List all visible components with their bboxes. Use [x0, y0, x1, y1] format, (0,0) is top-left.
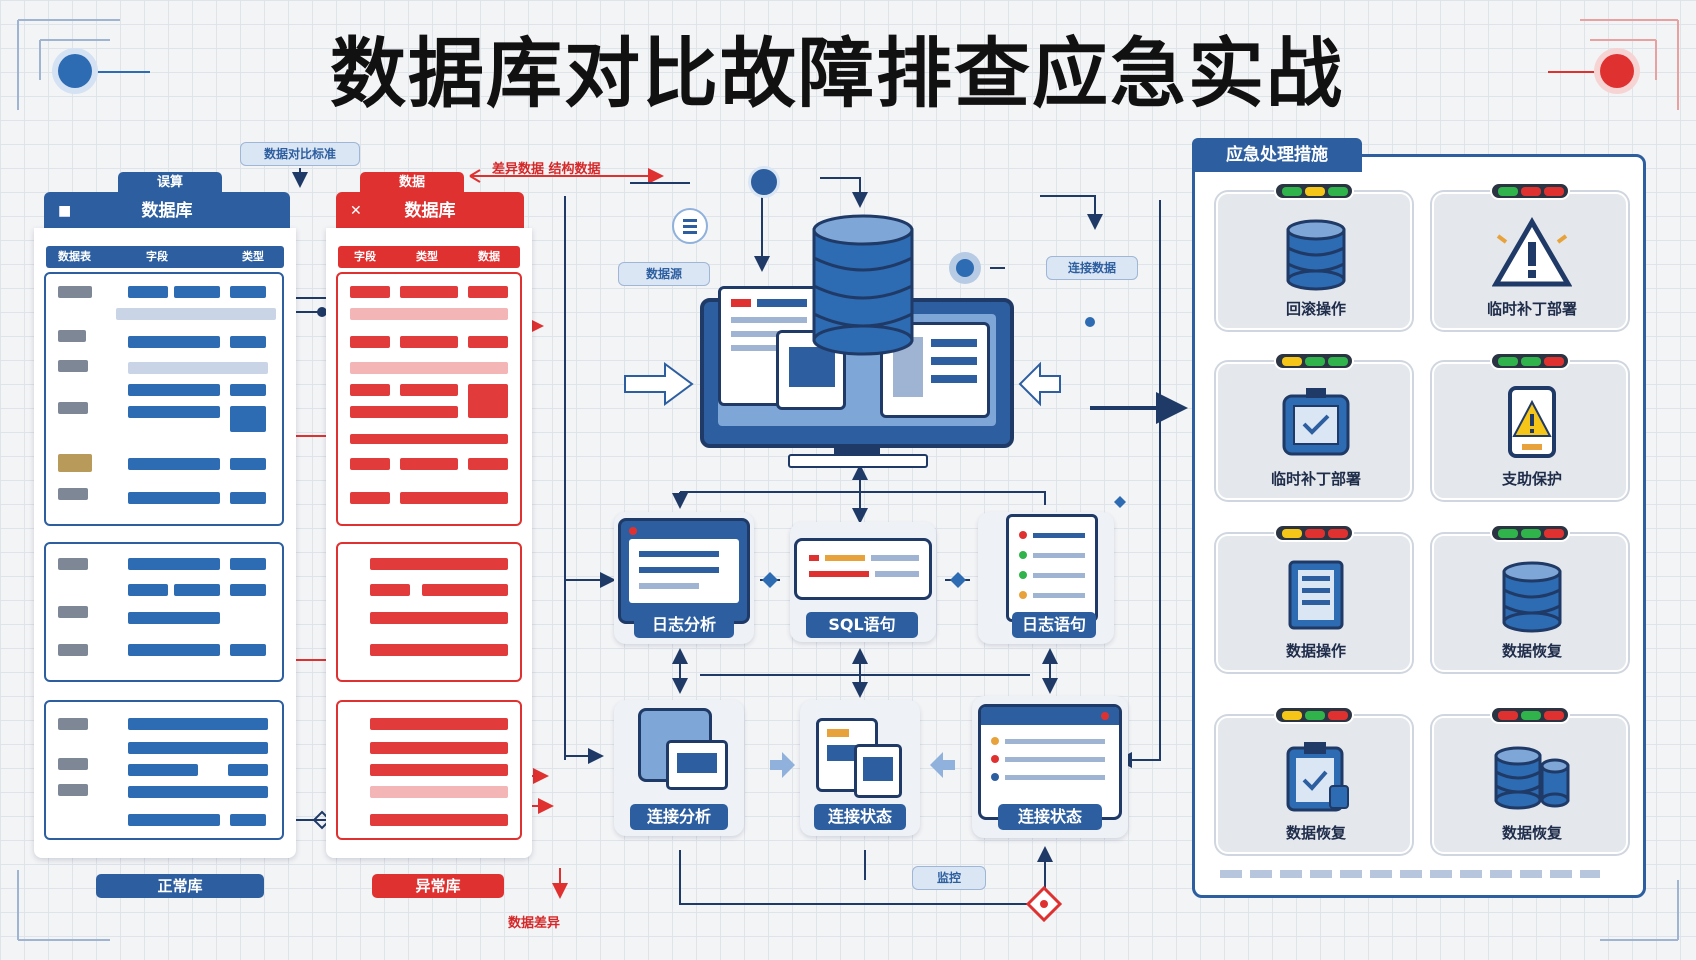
emergency-card-label: 临时补丁部署 — [1270, 470, 1361, 488]
emergency-card-label: 回滚操作 — [1285, 300, 1346, 318]
conn-monitor-label: 连接状态 — [814, 804, 906, 830]
normal-db-tag: 误算 — [118, 172, 222, 194]
screen-icon — [618, 518, 750, 624]
emergency-card-label: 数据恢复 — [1501, 824, 1562, 842]
conn-status-node[interactable]: 连接状态 — [972, 696, 1128, 838]
compare-standard-chip[interactable]: 数据对比标准 — [240, 142, 360, 166]
clipboard-check-icon — [1276, 740, 1356, 816]
abnormal-db-header: ✕ 数据库 — [336, 192, 524, 230]
connection-data-chip[interactable]: 连接数据 — [1046, 256, 1138, 280]
abnormal-col-type: 类型 — [416, 250, 438, 263]
status-lights — [1274, 352, 1354, 370]
status-lights — [1274, 524, 1354, 542]
link-small-icon: ✕ — [350, 203, 362, 219]
warning-device-icon — [1492, 386, 1572, 462]
emergency-card-3[interactable]: 临时补丁部署 — [1216, 352, 1412, 500]
emergency-card-label: 支助保护 — [1501, 470, 1562, 488]
emergency-card-1[interactable]: 回滚操作 — [1216, 182, 1412, 330]
normal-col-table: 数据表 — [58, 250, 91, 263]
conn-analysis-node[interactable]: 连接分析 — [614, 700, 744, 836]
list-icon — [672, 208, 708, 244]
status-lights — [1490, 706, 1570, 724]
conn-analysis-label: 连接分析 — [630, 804, 728, 830]
normal-table-group-3[interactable] — [44, 700, 284, 840]
checklist-icon — [1006, 514, 1098, 622]
emergency-card-6[interactable]: 数据恢复 — [1432, 524, 1628, 672]
normal-table-group-1[interactable] — [44, 272, 284, 526]
normal-db-header-label: 数据库 — [141, 201, 193, 221]
database-stack-icon — [812, 214, 914, 356]
abnormal-db-footer: 异常库 — [372, 874, 504, 898]
diff-data-label: 差异数据 结构数据 — [492, 162, 601, 177]
conn-status-label: 连接状态 — [998, 804, 1102, 830]
abnormal-db-tag: 数据 — [360, 172, 464, 194]
emergency-card-4[interactable]: 支助保护 — [1432, 352, 1628, 500]
abnormal-db-header-label: 数据库 — [404, 201, 456, 221]
emergency-card-label: 数据恢复 — [1285, 824, 1346, 842]
abnormal-col-headers: 字段 类型 数据 — [338, 246, 520, 268]
document-icon — [1276, 558, 1356, 634]
normal-col-type: 类型 — [242, 250, 264, 263]
database-small-icon: ■ — [58, 203, 72, 219]
log-sql-node[interactable]: 日志语句 — [978, 512, 1114, 644]
emergency-panel-title: 应急处理措施 — [1192, 138, 1362, 172]
doc-window-mid — [776, 330, 846, 410]
status-window-icon — [978, 704, 1122, 820]
patch-deploy-icon — [1276, 386, 1356, 462]
conn-monitor-node[interactable]: 连接状态 — [800, 700, 920, 836]
abnormal-table-group-3[interactable] — [336, 700, 522, 840]
red-dot-icon — [1600, 54, 1634, 88]
status-lights — [1274, 182, 1354, 200]
emergency-card-label: 临时补丁部署 — [1486, 300, 1577, 318]
normal-col-field: 字段 — [146, 250, 168, 263]
sql-query-node[interactable]: SQL语句 — [790, 522, 936, 642]
doc-small-icon — [854, 744, 902, 798]
emergency-card-5[interactable]: 数据操作 — [1216, 524, 1412, 672]
normal-db-footer: 正常库 — [96, 874, 264, 898]
database-stack-icon — [1276, 216, 1356, 292]
query-window-icon — [794, 538, 932, 600]
emergency-card-8[interactable]: 数据恢复 — [1432, 706, 1628, 854]
warning-triangle-icon — [1491, 216, 1573, 292]
status-lights — [1274, 706, 1354, 724]
abnormal-table-group-2[interactable] — [336, 542, 522, 682]
sql-query-label: SQL语句 — [806, 612, 918, 638]
normal-table-group-2[interactable] — [44, 542, 284, 682]
emergency-card-label: 数据操作 — [1285, 642, 1346, 660]
emergency-card-2[interactable]: 临时补丁部署 — [1432, 182, 1628, 330]
abnormal-table-group-1[interactable] — [336, 272, 522, 526]
abnormal-col-field: 字段 — [354, 250, 376, 263]
blue-dot-icon — [58, 54, 92, 88]
normal-db-header: ■ 数据库 — [44, 192, 290, 230]
database-replicate-icon — [1492, 740, 1572, 816]
status-lights — [1490, 352, 1570, 370]
log-analysis-node[interactable]: 日志分析 — [614, 512, 754, 644]
user-icon — [748, 166, 780, 198]
monitor-stand — [788, 454, 928, 468]
database-stack-icon — [1492, 558, 1572, 634]
status-lights — [1490, 182, 1570, 200]
normal-col-headers: 数据表 字段 类型 — [46, 246, 284, 268]
data-diff-label: 数据差异 — [508, 916, 561, 931]
emergency-card-7[interactable]: 数据恢复 — [1216, 706, 1412, 854]
page-title: 数据库对比故障排查应急实战 — [330, 29, 1344, 118]
abnormal-db-panel: 字段 类型 数据 — [326, 228, 532, 858]
emergency-card-label: 数据恢复 — [1501, 642, 1562, 660]
status-lights — [1490, 524, 1570, 542]
data-source-chip[interactable]: 数据源 — [618, 262, 710, 286]
monitor-chip[interactable]: 监控 — [912, 866, 986, 890]
screen-small-icon — [666, 740, 728, 790]
abnormal-col-data: 数据 — [478, 250, 500, 263]
log-sql-label: 日志语句 — [1012, 612, 1096, 638]
log-analysis-label: 日志分析 — [634, 612, 734, 638]
panel-footer-decoration — [1220, 870, 1600, 878]
normal-db-panel: 数据表 字段 类型 — [34, 228, 296, 858]
